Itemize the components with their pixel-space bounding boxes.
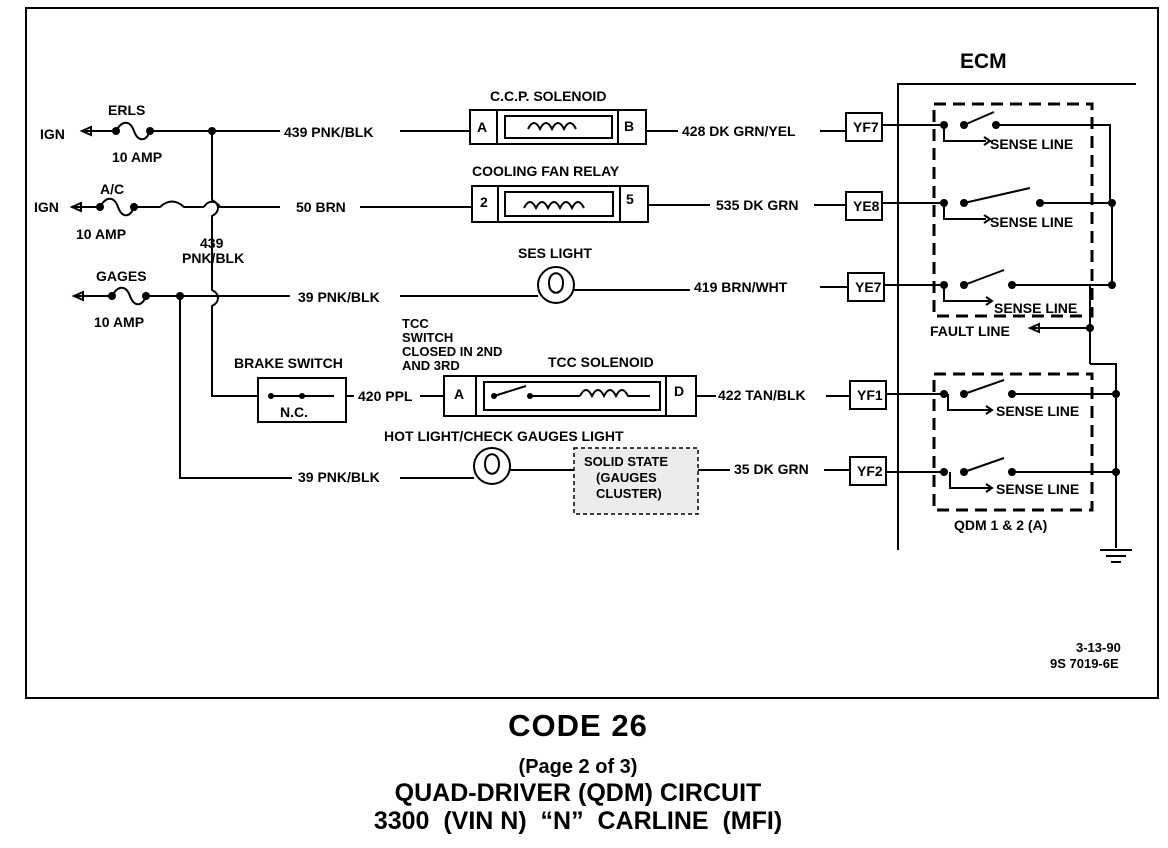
solid-state-3: CLUSTER) [596,486,662,501]
fuse-gages-icon [111,286,147,306]
row-gages: GAGES 10 AMP 39 PNK/BLK SES LIGHT 419 BR… [71,245,944,330]
svg-text:YE7: YE7 [855,279,882,295]
splice-439-num: 439 [200,235,224,251]
ground-icon [1100,549,1132,563]
tcc-pin-a: A [454,386,464,402]
solid-state-2: (GAUGES [596,470,657,485]
gages-amp: 10 AMP [94,314,144,330]
solid-state-1: SOLID STATE [584,454,668,469]
ac-label: A/C [100,181,124,197]
row-erls: IGN ERLS 10 AMP 439 PNK/BLK C.C.P. SOLEN… [40,88,944,165]
wire-428: 428 DK GRN/YEL [682,123,796,139]
ccp-title: C.C.P. SOLENOID [490,88,606,104]
solid-state-cluster [573,447,699,515]
wire-419: 419 BRN/WHT [694,279,788,295]
wire-422: 422 TAN/BLK [718,387,806,403]
wire-39-top: 39 PNK/BLK [298,289,380,305]
caption: CODE 26 (Page 2 of 3) QUAD-DRIVER (QDM) … [0,700,1168,835]
brake-title: BRAKE SWITCH [234,355,343,371]
sense-line-1: SENSE LINE [990,136,1073,152]
tcc-pin-d: D [674,383,684,399]
ccp-pin-a: A [477,119,487,135]
qdm-box-bottom [932,372,1094,512]
tcc-coil-icon [579,389,650,399]
wire-420: 420 PPL [358,388,413,404]
terminal-ye7 [847,272,885,302]
brake-switch [257,377,347,423]
fuse-erls-icon [115,121,151,141]
fan-pin-2: 2 [480,194,488,210]
tcc-title: TCC SOLENOID [548,354,654,370]
stamp-code: 9S 7019-6E [1050,656,1119,671]
hot-title: HOT LIGHT/CHECK GAUGES LIGHT [384,428,624,444]
ses-title: SES LIGHT [518,245,592,261]
tcc-note-2: SWITCH [402,330,453,345]
ccp-coil-icon [527,122,577,132]
caption-line1: QUAD-DRIVER (QDM) CIRCUIT [394,779,762,807]
splice-439-color: PNK/BLK [182,250,244,266]
tcc-note-4: AND 3RD [402,358,460,373]
wire-439: 439 PNK/BLK [284,124,373,140]
ecm-label: ECM [960,50,1007,73]
sense-line-4: SENSE LINE [996,403,1079,419]
ign-label-1: IGN [40,126,65,142]
row-tcc: BRAKE SWITCH N.C. 420 PPL TCC SWITCH CLO… [234,316,944,423]
fan-coil-icon [523,201,585,211]
sense-line-5: SENSE LINE [996,481,1079,497]
splice-439-wire [211,131,258,397]
stamp-date: 3-13-90 [1076,640,1121,655]
row-hot-light: 39 PNK/BLK HOT LIGHT/CHECK GAUGES LIGHT … [298,428,944,515]
sense-line-3: SENSE LINE [994,300,1077,316]
wire-35: 35 DK GRN [734,461,809,477]
brake-nc: N.C. [280,404,308,420]
ign-label-2: IGN [34,199,59,215]
wire-39-bottom: 39 PNK/BLK [298,469,380,485]
caption-title: CODE 26 [508,708,648,743]
erls-amp: 10 AMP [112,149,162,165]
qdm-label: QDM 1 & 2 (A) [954,517,1047,533]
wire-535: 535 DK GRN [716,197,798,213]
erls-label: ERLS [108,102,145,118]
terminal-ye8 [845,191,883,221]
row-ac: IGN A/C 10 AMP 50 BRN COOLING FAN RELAY … [34,163,944,242]
wire-50: 50 BRN [296,199,346,215]
fault-line-label: FAULT LINE [930,323,1010,339]
caption-line2: 3300 (VIN N) “N” CARLINE (MFI) [373,807,783,835]
tcc-note-1: TCC [402,316,429,331]
fan-title: COOLING FAN RELAY [472,163,620,179]
gauge-feed-wire [179,296,292,479]
ac-amp: 10 AMP [76,226,126,242]
hot-light-icon [473,447,511,485]
fuse-ac-icon [99,197,135,217]
ccp-solenoid [469,109,647,145]
fan-pin-5: 5 [626,191,634,207]
sense-line-2: SENSE LINE [990,214,1073,230]
diagram-frame [25,7,1159,699]
ses-light-icon [537,266,575,304]
tcc-note-3: CLOSED IN 2ND [402,344,502,359]
svg-text:YF1: YF1 [857,387,883,403]
qdm-box-top [932,102,1094,318]
terminal-yf7 [845,112,883,142]
qdm-drivers: SENSE LINE SENSE LINE SENSE LINE FAULT L… [930,102,1132,563]
svg-text:YF7: YF7 [853,119,879,135]
gages-label: GAGES [96,268,147,284]
caption-page: (Page 2 of 3) [518,756,638,778]
ccp-pin-b: B [624,118,634,134]
svg-text:YF2: YF2 [857,463,883,479]
svg-text:YE8: YE8 [853,198,880,214]
